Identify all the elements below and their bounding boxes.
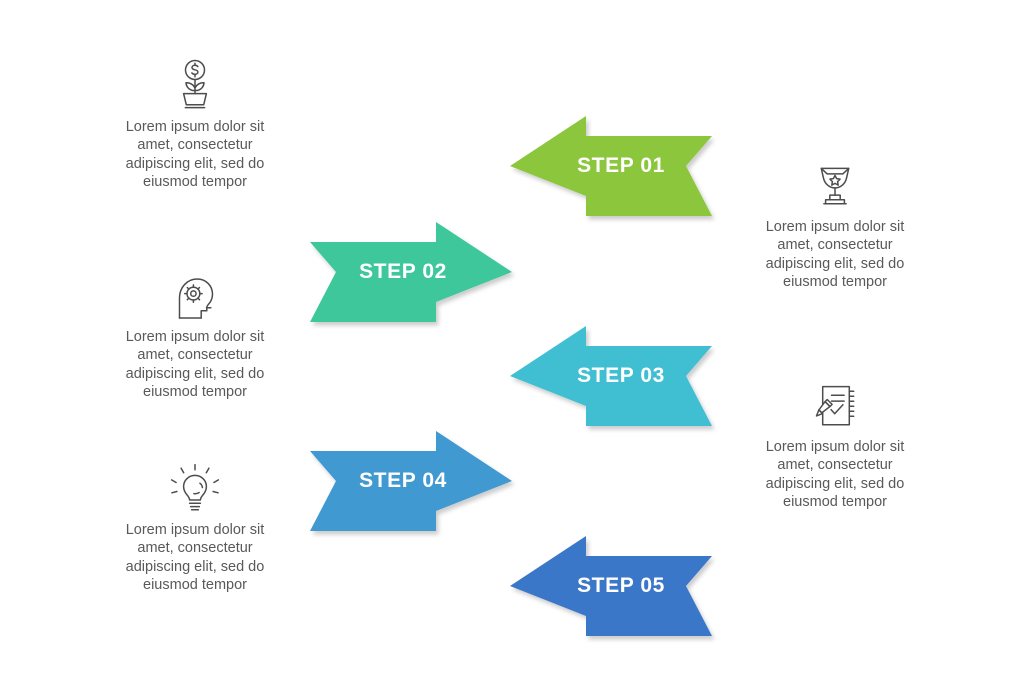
info-block-description: Lorem ipsum dolor sit amet, consectetur … <box>765 439 905 510</box>
info-block-notepad-pen: Lorem ipsum dolor sit amet, consectetur … <box>720 372 950 511</box>
trophy-icon <box>720 152 950 218</box>
arrow-step-01[interactable]: STEP 01 <box>508 112 714 220</box>
money-plant-icon <box>80 52 310 118</box>
info-block-description: Lorem ipsum dolor sit amet, consectetur … <box>125 119 265 190</box>
info-block-description: Lorem ipsum dolor sit amet, consectetur … <box>125 329 265 400</box>
lightbulb-icon <box>80 455 310 521</box>
info-block-head-gear: Lorem ipsum dolor sit amet, consectetur … <box>80 262 310 401</box>
arrow-step-03[interactable]: STEP 03 <box>508 322 714 430</box>
arrow-step-05[interactable]: STEP 05 <box>508 532 714 640</box>
arrow-step-02[interactable]: STEP 02 <box>308 218 514 326</box>
head-gear-icon <box>80 262 310 328</box>
info-block-description: Lorem ipsum dolor sit amet, consectetur … <box>125 522 265 593</box>
arrow-step-04[interactable]: STEP 04 <box>308 427 514 535</box>
info-block-lightbulb: Lorem ipsum dolor sit amet, consectetur … <box>80 455 310 594</box>
info-block-money-plant: Lorem ipsum dolor sit amet, consectetur … <box>80 52 310 191</box>
notepad-pen-icon <box>720 372 950 438</box>
info-block-description: Lorem ipsum dolor sit amet, consectetur … <box>765 219 905 290</box>
info-block-trophy: Lorem ipsum dolor sit amet, consectetur … <box>720 152 950 291</box>
